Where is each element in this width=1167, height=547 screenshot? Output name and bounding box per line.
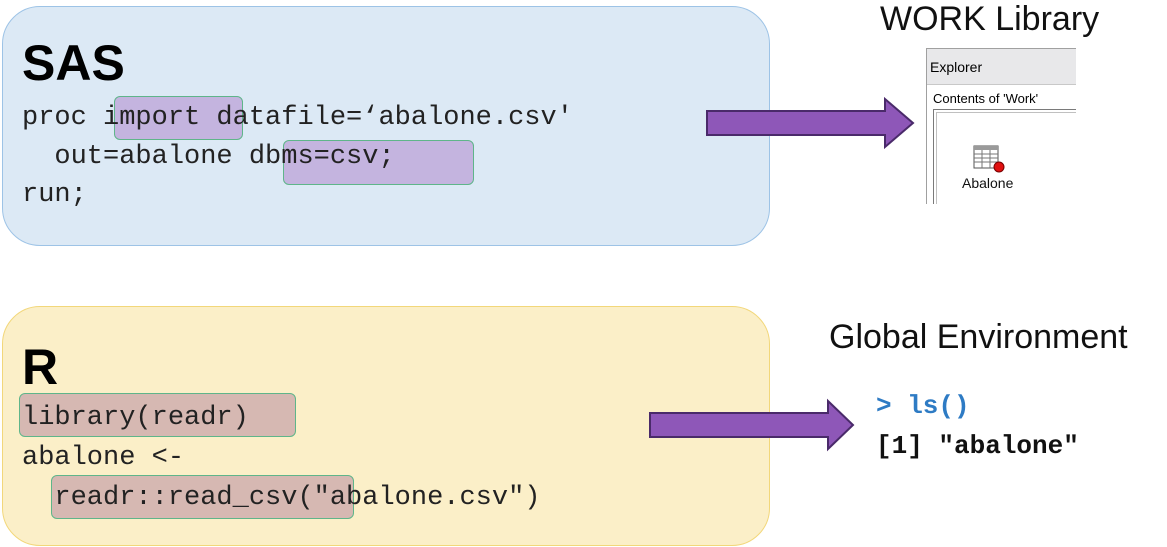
global-environment-heading: Global Environment	[829, 318, 1128, 356]
console-prompt: > ls()	[876, 391, 970, 421]
call-read-csv: readr::read_csv	[54, 483, 298, 513]
console-output: [1] "abalone"	[876, 431, 1079, 461]
highlight-import	[114, 96, 243, 140]
highlight-dbms	[283, 140, 474, 185]
sas-title: SAS	[22, 35, 125, 91]
explorer-title-bar: Explorer	[927, 49, 1076, 85]
highlight-library	[19, 393, 296, 437]
work-library-heading: WORK Library	[880, 0, 1100, 38]
explorer-pane	[933, 109, 1076, 204]
sas-code-line-2: out=abalone dbms=csv;	[22, 142, 395, 172]
keyword-import: import	[103, 103, 201, 133]
call-library: library(readr)	[22, 403, 249, 433]
table-label[interactable]: Abalone	[962, 175, 1014, 191]
explorer-title: Explorer	[930, 59, 983, 75]
r-code-line-3: readr::read_csv("abalone.csv")	[54, 483, 541, 513]
sas-code-line-1: proc import datafile=‘abalone.csv'	[22, 103, 573, 133]
r-code-line-1: library(readr)	[22, 405, 249, 432]
sas-arrow	[706, 96, 915, 150]
sas-code-line-3: run;	[22, 180, 87, 210]
explorer-contents-label: Contents of 'Work'	[933, 91, 1039, 106]
r-arrow	[649, 398, 855, 452]
r-code-line-2: abalone <-	[22, 443, 185, 473]
table-icon[interactable]	[973, 145, 1013, 175]
r-title: R	[22, 339, 59, 395]
explorer-window: Explorer Contents of 'Work' Abalone	[926, 48, 1076, 204]
option-dbms: dbms=csv;	[248, 142, 395, 172]
highlight-read-csv	[51, 475, 354, 519]
